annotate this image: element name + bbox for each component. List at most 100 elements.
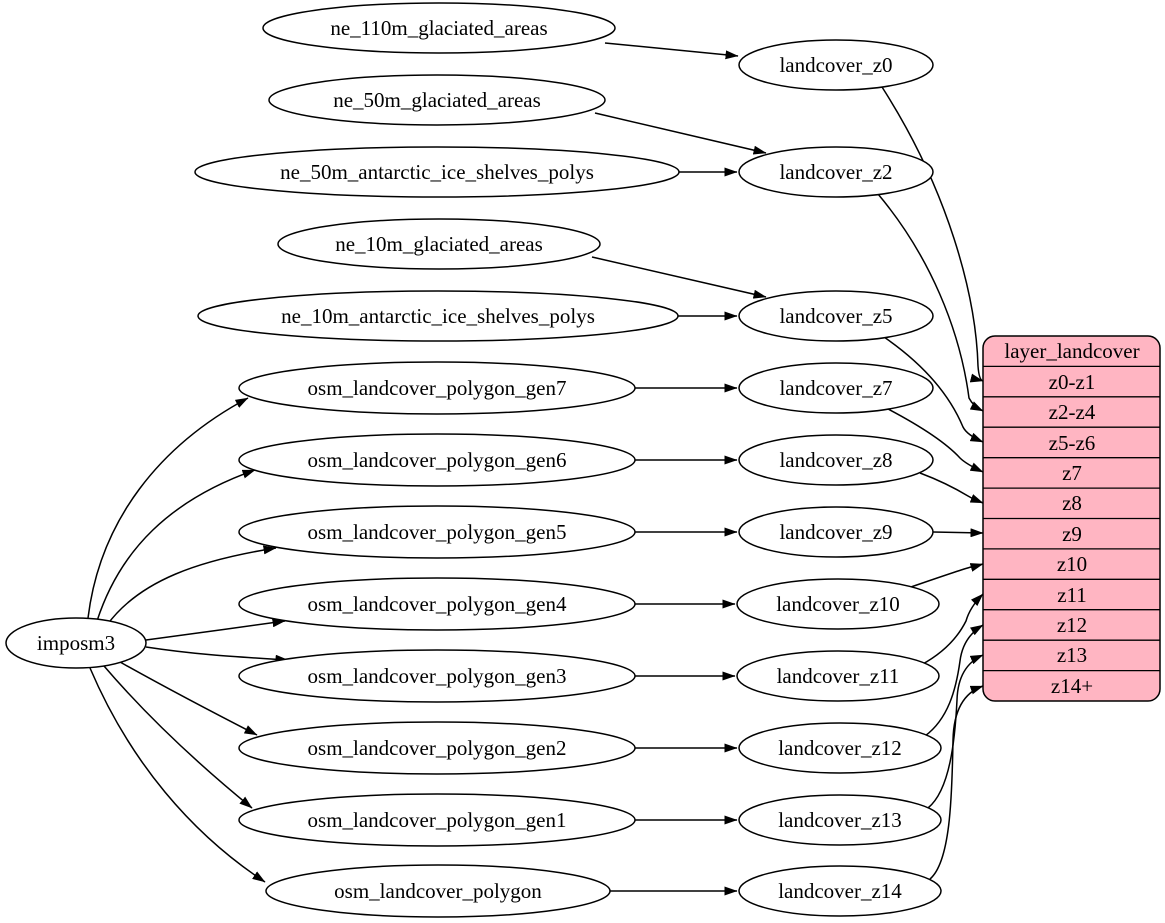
edge-landcover-z13-to-row-z13 — [927, 654, 984, 809]
node-osm-landcover-polygon-gen3: osm_landcover_polygon_gen3 — [238, 649, 636, 703]
node-ne-50m-glaciated-areas: ne_50m_glaciated_areas — [268, 74, 606, 126]
edge-group-sources — [591, 42, 767, 896]
osm-landcover-polygon-gen1-label: osm_landcover_polygon_gen1 — [308, 808, 567, 832]
edge-imposm3-to-osm-landcover-polygon-gen2 — [119, 661, 258, 736]
node-ne-110m-glaciated-areas: ne_110m_glaciated_areas — [262, 2, 616, 54]
edge-imposm3-to-osm-landcover-polygon-gen4 — [145, 618, 286, 641]
landcover-z2-label: landcover_z2 — [779, 160, 892, 184]
osm-landcover-polygon-gen2-ellipse — [238, 721, 636, 775]
landcover-z10-ellipse — [736, 578, 940, 630]
node-landcover-z14: landcover_z14 — [738, 865, 942, 917]
edge-imposm3-to-osm-landcover-polygon-gen3 — [145, 646, 289, 664]
landcover-z7-ellipse — [738, 362, 934, 414]
edge-landcover-z5-to-row-z5-z6 — [883, 336, 984, 443]
edge-imposm3-to-osm-landcover-polygon-gen7 — [87, 397, 249, 619]
landcover-z14-ellipse — [738, 865, 942, 917]
table-row-z5-z6: z5-z6 — [1049, 431, 1096, 455]
landcover-z12-label: landcover_z12 — [778, 736, 902, 760]
layer-landcover-row-separators — [983, 365, 1160, 672]
layer-landcover-title: layer_landcover — [1004, 339, 1139, 363]
node-ne-10m-glaciated-areas: ne_10m_glaciated_areas — [277, 218, 601, 270]
edge-imposm3-to-osm-landcover-polygon-gen5 — [106, 545, 277, 626]
ne-50m-antarctic-ice-shelves-polys-ellipse — [194, 146, 680, 198]
landcover-z2-ellipse — [738, 146, 934, 198]
table-row-z7: z7 — [1062, 461, 1082, 485]
landcover-z11-label: landcover_z11 — [777, 664, 900, 688]
table-row-z10: z10 — [1057, 552, 1087, 576]
edge-imposm3-to-osm-landcover-polygon — [89, 667, 266, 883]
edge-ne-10m-glaciated-areas-to-landcover-z5 — [591, 256, 767, 299]
node-osm-landcover-polygon-gen1: osm_landcover_polygon_gen1 — [238, 793, 636, 847]
node-landcover-z12: landcover_z12 — [738, 722, 942, 774]
table-row-z2-z4: z2-z4 — [1049, 400, 1096, 424]
osm-landcover-polygon-gen5-ellipse — [238, 505, 636, 559]
edge-landcover-z10-to-row-z10 — [907, 563, 984, 589]
node-landcover-z7: landcover_z7 — [738, 362, 934, 414]
ne-110m-glaciated-areas-ellipse — [262, 2, 616, 54]
edge-landcover-z0-to-row-z0-z1 — [881, 86, 984, 383]
osm-landcover-polygon-gen7-ellipse — [238, 361, 636, 415]
osm-landcover-polygon-gen3-ellipse — [238, 649, 636, 703]
osm-landcover-polygon-gen4-ellipse — [238, 577, 636, 631]
imposm3-ellipse — [5, 617, 147, 669]
landcover-z7-label: landcover_z7 — [779, 376, 892, 400]
edge-landcover-z8-to-row-z8 — [919, 472, 984, 504]
edge-landcover-z2-to-row-z2-z4 — [877, 193, 984, 412]
table-row-z0-z1: z0-z1 — [1049, 370, 1096, 394]
landcover-z14-label: landcover_z14 — [778, 879, 902, 903]
ne-10m-antarctic-ice-shelves-polys-ellipse — [197, 290, 679, 342]
landcover-z13-label: landcover_z13 — [778, 808, 902, 832]
osm-landcover-polygon-label: osm_landcover_polygon — [334, 879, 542, 903]
ne-10m-glaciated-areas-label: ne_10m_glaciated_areas — [335, 232, 543, 256]
edge-imposm3-to-osm-landcover-polygon-gen6 — [96, 469, 256, 622]
node-osm-landcover-polygon-gen7: osm_landcover_polygon_gen7 — [238, 361, 636, 415]
ne-110m-glaciated-areas-label: ne_110m_glaciated_areas — [330, 16, 547, 40]
landcover-z0-label: landcover_z0 — [779, 53, 892, 77]
ne-50m-antarctic-ice-shelves-polys-label: ne_50m_antarctic_ice_shelves_polys — [280, 160, 594, 184]
node-ne-10m-antarctic-ice-shelves-polys: ne_10m_antarctic_ice_shelves_polys — [197, 290, 679, 342]
edge-landcover-z12-to-row-z12 — [924, 624, 984, 737]
edge-landcover-z11-to-row-z11 — [920, 593, 984, 666]
ne-50m-glaciated-areas-ellipse — [268, 74, 606, 126]
node-landcover-z13: landcover_z13 — [738, 794, 942, 846]
osm-landcover-polygon-gen6-ellipse — [238, 433, 636, 487]
osm-landcover-polygon-gen3-label: osm_landcover_polygon_gen3 — [308, 664, 567, 688]
edge-landcover-z7-to-row-z7 — [887, 408, 984, 473]
osm-landcover-polygon-gen4-label: osm_landcover_polygon_gen4 — [308, 592, 567, 616]
landcover-z0-ellipse — [738, 39, 934, 91]
table-row-z11: z11 — [1057, 583, 1087, 607]
landcover-z5-label: landcover_z5 — [779, 304, 892, 328]
osm-landcover-polygon-gen6-label: osm_landcover_polygon_gen6 — [308, 448, 567, 472]
edge-group-imposm3 — [87, 397, 289, 883]
osm-landcover-polygon-gen1-ellipse — [238, 793, 636, 847]
edge-ne-50m-glaciated-areas-to-landcover-z2 — [594, 112, 767, 155]
edge-group-to-layer-table — [877, 86, 984, 880]
table-row-z13: z13 — [1057, 643, 1087, 667]
landcover-z13-ellipse — [738, 794, 942, 846]
landcover-z8-ellipse — [738, 434, 934, 486]
ne-10m-glaciated-areas-ellipse — [277, 218, 601, 270]
landcover-z9-label: landcover_z9 — [779, 520, 892, 544]
node-landcover-z11: landcover_z11 — [736, 650, 940, 702]
table-layer-landcover: layer_landcover z0-z1 z2-z4 z5-z6 z7 z8 … — [982, 335, 1161, 702]
ne-50m-glaciated-areas-label: ne_50m_glaciated_areas — [333, 88, 541, 112]
osm-landcover-polygon-ellipse — [265, 864, 611, 918]
node-osm-landcover-polygon-gen6: osm_landcover_polygon_gen6 — [238, 433, 636, 487]
landcover-z11-ellipse — [736, 650, 940, 702]
node-landcover-z8: landcover_z8 — [738, 434, 934, 486]
node-landcover-z2: landcover_z2 — [738, 146, 934, 198]
node-imposm3: imposm3 — [5, 617, 147, 669]
node-osm-landcover-polygon: osm_landcover_polygon — [265, 864, 611, 918]
table-row-z12: z12 — [1057, 613, 1087, 637]
landcover-z5-ellipse — [738, 290, 934, 342]
table-row-z9: z9 — [1062, 522, 1082, 546]
landcover-z8-label: landcover_z8 — [779, 448, 892, 472]
node-osm-landcover-polygon-gen2: osm_landcover_polygon_gen2 — [238, 721, 636, 775]
osm-landcover-polygon-gen7-label: osm_landcover_polygon_gen7 — [308, 376, 567, 400]
node-landcover-z10: landcover_z10 — [736, 578, 940, 630]
osm-landcover-polygon-gen5-label: osm_landcover_polygon_gen5 — [308, 520, 567, 544]
landcover-z10-label: landcover_z10 — [776, 592, 900, 616]
edge-imposm3-to-osm-landcover-polygon-gen1 — [103, 665, 253, 809]
